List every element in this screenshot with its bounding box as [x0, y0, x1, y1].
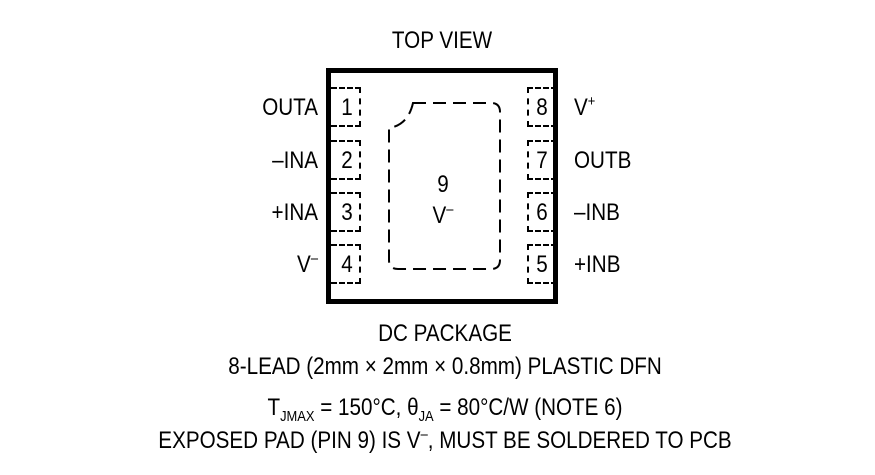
pin-label-outb: OUTB — [574, 147, 632, 174]
caption-package-name: DC PACKAGE — [378, 320, 512, 347]
caption-thermal: TJMAX = 150°C, θJA = 80°C/W (NOTE 6) — [267, 394, 623, 425]
pin-pad-4 — [331, 244, 361, 284]
pin-label-plus-inb: +INB — [574, 251, 621, 278]
pin-pad-6 — [527, 192, 557, 232]
pin-number-8: 8 — [536, 94, 548, 121]
caption-exposed-pad-note: EXPOSED PAD (PIN 9) IS V–, MUST BE SOLDE… — [158, 426, 732, 454]
pin-number-7: 7 — [536, 147, 548, 174]
exposed-pad-label: V– — [432, 201, 454, 229]
pin-number-6: 6 — [536, 199, 548, 226]
pin-label-v-minus: V– — [297, 250, 318, 278]
pin-label-plus-ina: +INA — [271, 199, 318, 226]
pin-number-3: 3 — [341, 199, 353, 226]
package-outline — [326, 68, 558, 304]
caption-package-desc: 8-LEAD (2mm × 2mm × 0.8mm) PLASTIC DFN — [228, 353, 662, 380]
pin-pad-8 — [527, 87, 557, 127]
pin-label-v-plus: V+ — [574, 93, 596, 121]
pin-pad-7 — [527, 140, 557, 180]
pin-number-4: 4 — [341, 251, 353, 278]
pin-label-minus-ina: –INA — [272, 147, 318, 174]
pin-pad-1 — [331, 87, 361, 127]
pin-number-2: 2 — [341, 147, 353, 174]
view-title: TOP VIEW — [391, 27, 493, 54]
pin-label-minus-inb: –INB — [574, 199, 620, 226]
pin-number-1: 1 — [341, 94, 353, 121]
exposed-pad-number: 9 — [437, 171, 449, 198]
pin-number-5: 5 — [536, 251, 548, 278]
pin-pad-3 — [331, 192, 361, 232]
pin-label-outa: OUTA — [262, 94, 318, 121]
pin-pad-2 — [331, 140, 361, 180]
pin-pad-5 — [527, 244, 557, 284]
